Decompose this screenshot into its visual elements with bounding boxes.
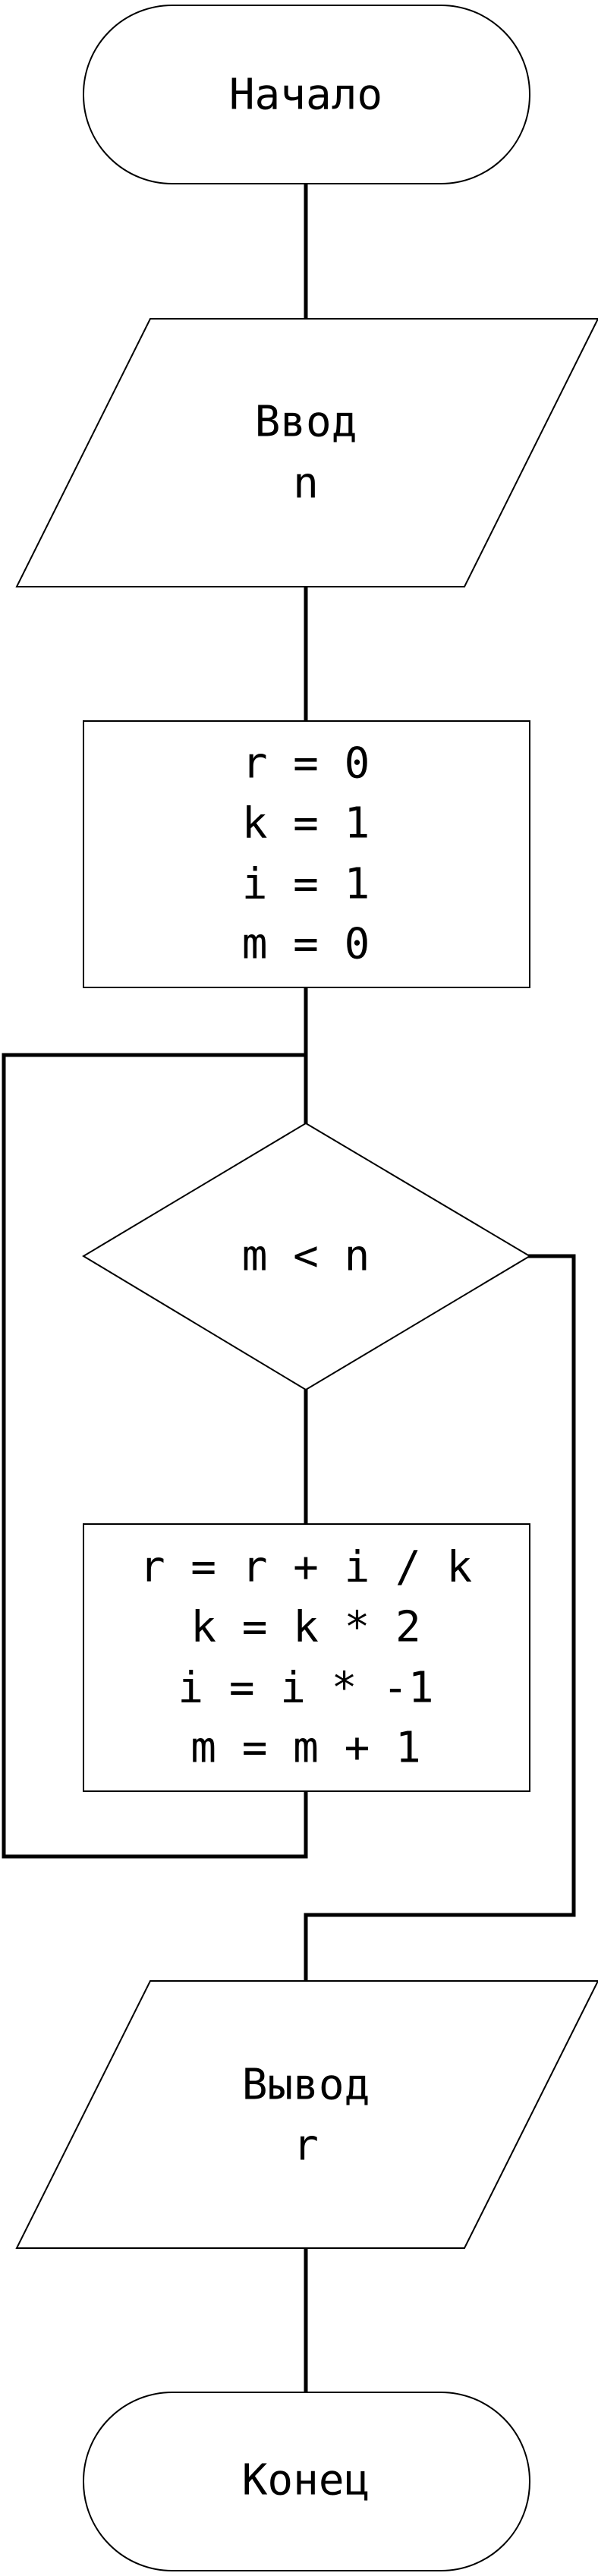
connectors <box>2 181 576 2395</box>
input-label-line-2: n <box>293 459 319 509</box>
loop-body-process: r = r + i / k k = k * 2 i = i * -1 m = m… <box>83 1523 530 1792</box>
init-process: r = 0 k = 1 i = 1 m = 0 <box>83 720 530 988</box>
condition-decision: m < n <box>82 1122 531 1391</box>
input-block: Ввод n <box>15 318 598 587</box>
output-label-line-1: Вывод <box>242 2061 370 2110</box>
init-line-1: r = 0 <box>242 739 370 789</box>
connector-condition-exit <box>304 1254 576 1983</box>
condition-label: m < n <box>242 1232 370 1281</box>
init-line-4: m = 0 <box>242 920 370 969</box>
init-line-3: i = 1 <box>242 860 370 909</box>
end-label: Конец <box>242 2456 370 2505</box>
output-label-line-2: r <box>293 2121 319 2171</box>
start-label: Начало <box>229 71 382 120</box>
input-label-line-1: Ввод <box>255 398 357 447</box>
body-line-1: r = r + i / k <box>140 1543 472 1592</box>
body-line-4: m = m + 1 <box>190 1724 420 1773</box>
connector-loop-back <box>2 1053 308 1859</box>
init-line-2: k = 1 <box>242 799 370 849</box>
body-line-3: i = i * -1 <box>178 1664 433 1713</box>
end-terminator: Конец <box>83 2392 530 2571</box>
start-terminator: Начало <box>83 5 530 184</box>
body-line-2: k = k * 2 <box>190 1603 420 1652</box>
output-block: Вывод r <box>15 1980 598 2249</box>
